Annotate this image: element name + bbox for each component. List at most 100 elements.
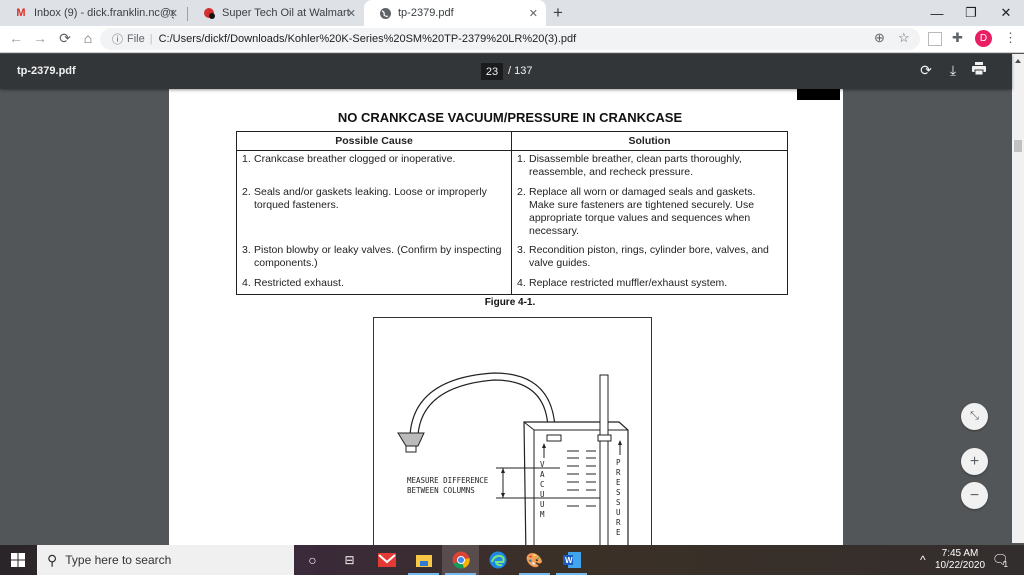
zoom-icon[interactable]: ⊕ <box>874 30 885 45</box>
row-number: 4. <box>517 276 526 289</box>
vacuum-label: VACUUM <box>540 460 545 519</box>
tab-walmart[interactable]: Super Tech Oil at Walmart - Engi ✕ <box>188 0 364 26</box>
tab-gmail-inbox[interactable]: M Inbox (9) - dick.franklin.nc@gmai ✕ <box>0 0 186 26</box>
row-number: 2. <box>242 185 251 198</box>
browser-tab-strip: M Inbox (9) - dick.franklin.nc@gmai ✕ Su… <box>0 0 1024 26</box>
pressure-label: PRESSURE <box>616 458 621 537</box>
cause-text: Seals and/or gaskets leaking. Loose or i… <box>254 185 487 211</box>
file-explorer-icon[interactable] <box>405 545 442 575</box>
start-button[interactable] <box>0 545 35 575</box>
vertical-scrollbar[interactable] <box>1012 54 1024 543</box>
label-line: MEASURE DIFFERENCE <box>407 476 489 485</box>
extensions-puzzle-icon[interactable]: ✚ <box>952 30 963 45</box>
solution-text: Recondition piston, rings, cylinder bore… <box>529 243 769 269</box>
back-button[interactable]: ← <box>9 30 23 46</box>
close-icon[interactable]: ✕ <box>346 7 356 20</box>
zoom-in-button[interactable]: + <box>961 448 988 475</box>
row-number: 1. <box>517 153 526 165</box>
extension-icon[interactable] <box>928 32 942 46</box>
walmart-favicon-icon <box>202 6 216 20</box>
menu-kebab-icon[interactable]: ⋮ <box>1004 30 1017 45</box>
home-button[interactable]: ⌂ <box>83 30 93 46</box>
download-icon[interactable]: ⤓ <box>949 62 957 78</box>
tab-label: Super Tech Oil at Walmart - Engi <box>222 7 352 19</box>
fit-page-button[interactable]: ⤡ <box>961 403 988 430</box>
row-number: 3. <box>242 243 251 256</box>
cause-text: Piston blowby or leaky valves. (Confirm … <box>254 243 502 269</box>
page-edge-tab <box>797 89 840 100</box>
taskbar-search-box[interactable]: ⚲ Type here to search <box>37 545 294 575</box>
url-text[interactable]: C:/Users/dickf/Downloads/Kohler%20K-Seri… <box>158 33 577 45</box>
notifications-icon[interactable]: 🗨1 <box>992 552 1009 569</box>
new-tab-button[interactable]: + <box>553 3 563 22</box>
bookmark-star-icon[interactable]: ☆ <box>898 30 910 45</box>
tab-divider <box>187 7 188 21</box>
row-number: 4. <box>242 276 251 289</box>
browser-toolbar: ← → ⟳ ⌂ ⓘ File | C:/Users/dickf/Download… <box>0 26 1024 53</box>
row-number: 3. <box>517 243 526 256</box>
task-view-icon[interactable]: ⊟ <box>344 553 355 567</box>
column-header-cause: Possible Cause <box>236 131 512 151</box>
zoom-out-button[interactable]: − <box>961 482 988 509</box>
reload-button[interactable]: ⟳ <box>59 30 71 46</box>
row-number: 1. <box>242 153 251 165</box>
restore-button[interactable]: ❐ <box>965 5 977 20</box>
minimize-button[interactable]: — <box>930 5 944 21</box>
edge-icon[interactable] <box>479 545 516 575</box>
page-number-input[interactable]: 23 <box>481 63 503 80</box>
clock-date: 10/22/2020 <box>935 560 986 571</box>
figure-caption: Figure 4-1. <box>484 297 536 308</box>
windows-taskbar: ⚲ Type here to search ○ ⊟ 🎨 W ^ 7:45 AM … <box>0 545 1024 575</box>
close-icon[interactable]: ✕ <box>528 7 538 20</box>
tab-label: tp-2379.pdf <box>398 7 454 19</box>
row-number: 2. <box>517 185 526 198</box>
divider: | <box>149 33 153 45</box>
profile-avatar[interactable]: D <box>975 30 992 47</box>
show-hidden-icons-chevron-icon[interactable]: ^ <box>920 553 926 567</box>
tab-pdf-active[interactable]: tp-2379.pdf ✕ <box>364 0 546 26</box>
solution-text: Disassemble breather, clean parts thorou… <box>529 153 742 178</box>
scroll-thumb[interactable] <box>1014 140 1022 152</box>
pdf-page: NO CRANKCASE VACUUM/PRESSURE IN CRANKCAS… <box>169 89 843 557</box>
scheme-label: File <box>127 33 145 45</box>
print-icon[interactable] <box>970 62 988 78</box>
address-bar[interactable]: ⓘ File | C:/Users/dickf/Downloads/Kohler… <box>100 28 920 50</box>
clock-time: 7:45 AM <box>941 548 979 559</box>
cause-text: Crankcase breather clogged or inoperativ… <box>254 153 456 165</box>
cortana-icon[interactable]: ○ <box>308 552 317 568</box>
table-row: 3.Piston blowby or leaky valves. (Confir… <box>236 241 788 275</box>
gmail-icon: M <box>16 7 26 19</box>
info-icon[interactable]: ⓘ <box>112 34 123 46</box>
close-icon[interactable]: ✕ <box>168 7 178 20</box>
search-icon: ⚲ <box>47 551 58 568</box>
table-row: 4.Restricted exhaust. 4.Replace restrict… <box>236 274 788 295</box>
globe-icon <box>378 6 392 20</box>
pdf-filename: tp-2379.pdf <box>17 65 76 77</box>
section-heading: NO CRANKCASE VACUUM/PRESSURE IN CRANKCAS… <box>337 110 683 125</box>
measure-difference-label: MEASURE DIFFERENCE BETWEEN COLUMNS <box>407 476 488 496</box>
svg-text:W: W <box>565 556 573 565</box>
page-total: / 137 <box>508 65 533 77</box>
fit-to-page-icon: ⤡ <box>970 410 979 422</box>
table-row: 1.Crankcase breather clogged or inoperat… <box>236 150 788 184</box>
manometer-diagram: MEASURE DIFFERENCE BETWEEN COLUMNS VACUU… <box>373 317 652 557</box>
windows-logo-icon <box>10 553 25 567</box>
tab-label: Inbox (9) - dick.franklin.nc@gmai <box>34 7 174 19</box>
pdf-toolbar: tp-2379.pdf 23 / 137 ⟳ ⤓ <box>0 54 1012 89</box>
rotate-icon[interactable]: ⟳ <box>920 62 932 78</box>
cause-text: Restricted exhaust. <box>254 276 344 289</box>
word-icon[interactable]: W <box>553 545 590 575</box>
solution-text: Replace all worn or damaged seals and ga… <box>529 185 756 237</box>
system-clock[interactable]: 7:45 AM 10/22/2020 <box>935 548 985 572</box>
scroll-up-arrow-icon[interactable] <box>1015 59 1021 63</box>
solution-text: Replace restricted muffler/exhaust syste… <box>529 276 728 289</box>
table-row: 2.Seals and/or gaskets leaking. Loose or… <box>236 183 788 242</box>
paint-icon[interactable]: 🎨 <box>516 545 553 575</box>
forward-button[interactable]: → <box>33 30 47 46</box>
notification-count: 1 <box>1003 559 1008 569</box>
mail-icon[interactable] <box>368 545 405 575</box>
search-placeholder: Type here to search <box>65 553 172 567</box>
close-window-button[interactable]: ✕ <box>1000 5 1012 20</box>
chrome-icon[interactable] <box>442 545 479 575</box>
troubleshooting-table: Possible Cause Solution 1.Crankcase brea… <box>236 131 788 295</box>
